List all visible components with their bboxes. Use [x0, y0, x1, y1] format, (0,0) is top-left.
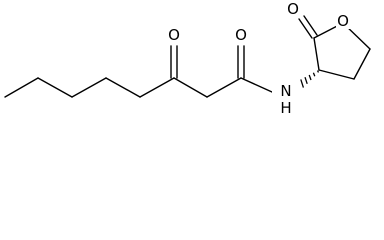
bond-c7-c8 — [206, 77, 242, 98]
atom-n-amide: N — [280, 82, 291, 100]
bond-c4-c5 — [105, 77, 141, 98]
bond-lactone-carbonyl-a — [298, 18, 313, 39]
bond-ring-c1-c2 — [313, 37, 320, 71]
bond-c2-c3 — [37, 77, 73, 98]
bond-lactone-carbonyl-b — [303, 15, 318, 36]
bond-ring-c4-c5 — [353, 48, 371, 80]
bond-c5-c6 — [139, 77, 175, 98]
bond-c8-n — [240, 77, 273, 93]
atom-label-layer: O O O O N H — [167, 0, 351, 116]
bond-c3-c4 — [71, 77, 107, 98]
bond-ring-c5-c1 — [318, 69, 355, 80]
bond-layer — [4, 15, 371, 98]
hashed-wedge-bond — [300, 70, 320, 88]
structure-diagram: O O O O N H — [4, 0, 371, 116]
bond-c6-c7 — [173, 77, 208, 98]
atom-o-ring: O — [337, 12, 349, 30]
bond-c1-c2 — [4, 77, 39, 98]
atom-h-amide: H — [280, 99, 291, 116]
atom-o-amide: O — [235, 26, 247, 44]
atom-o-lactone-carbonyl: O — [287, 0, 299, 18]
atom-o-ketone: O — [168, 26, 180, 44]
